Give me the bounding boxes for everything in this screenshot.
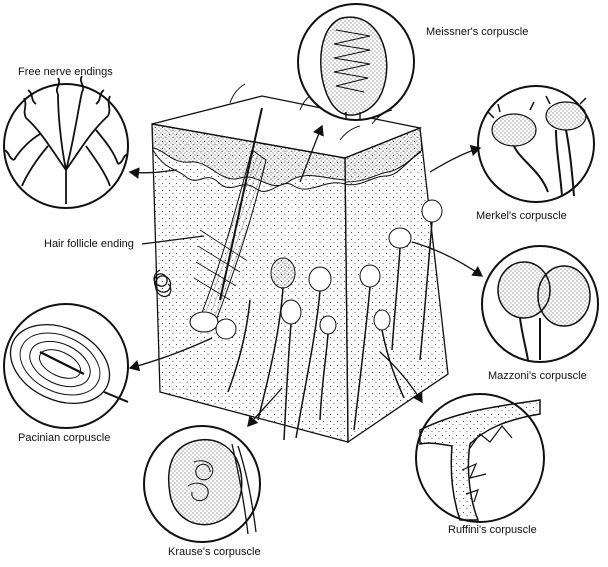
arrow-ruffinis xyxy=(379,351,423,404)
arrow-free-nerve-endings xyxy=(128,167,177,179)
epidermis-left xyxy=(151,123,346,187)
arrow-meissners xyxy=(299,124,324,183)
inset-pacinian-corpuscle xyxy=(3,303,129,429)
inset-mazzonis-corpuscle xyxy=(481,245,599,363)
inset-meissners-corpuscle xyxy=(297,3,415,121)
label-merkels-corpuscle: Merkel's corpuscle xyxy=(476,210,567,222)
epidermis-right xyxy=(344,127,423,183)
inset-free-nerve-endings xyxy=(3,75,129,209)
inset-krauses-corpuscle xyxy=(143,425,261,543)
sweat-gland xyxy=(153,269,172,298)
label-pacinian-corpuscle: Pacinian corpuscle xyxy=(18,432,111,444)
label-free-nerve-endings: Free nerve endings xyxy=(18,66,113,78)
dermal-papillae xyxy=(152,149,422,192)
embedded-receptors xyxy=(215,199,443,441)
arrow-mazzonis xyxy=(411,241,484,277)
inset-merkels-corpuscle xyxy=(477,85,595,203)
skin-block xyxy=(151,83,449,444)
inset-ruffinis-corpuscle xyxy=(415,393,545,523)
arrows xyxy=(128,124,484,427)
label-mazzonis-corpuscle: Mazzoni's corpuscle xyxy=(488,370,587,382)
label-krauses-corpuscle: Krause's corpuscle xyxy=(168,546,261,558)
label-meissners-corpuscle: Meissner's corpuscle xyxy=(426,26,529,38)
label-ruffinis-corpuscle: Ruffini's corpuscle xyxy=(448,524,537,536)
arrow-merkels xyxy=(429,144,482,173)
arrow-krauses xyxy=(247,387,283,427)
hair-follicle xyxy=(153,107,267,333)
label-hair-follicle-ending: Hair follicle ending xyxy=(44,238,134,250)
arrow-hair-follicle xyxy=(141,235,205,245)
arrow-pacinian xyxy=(128,337,213,372)
